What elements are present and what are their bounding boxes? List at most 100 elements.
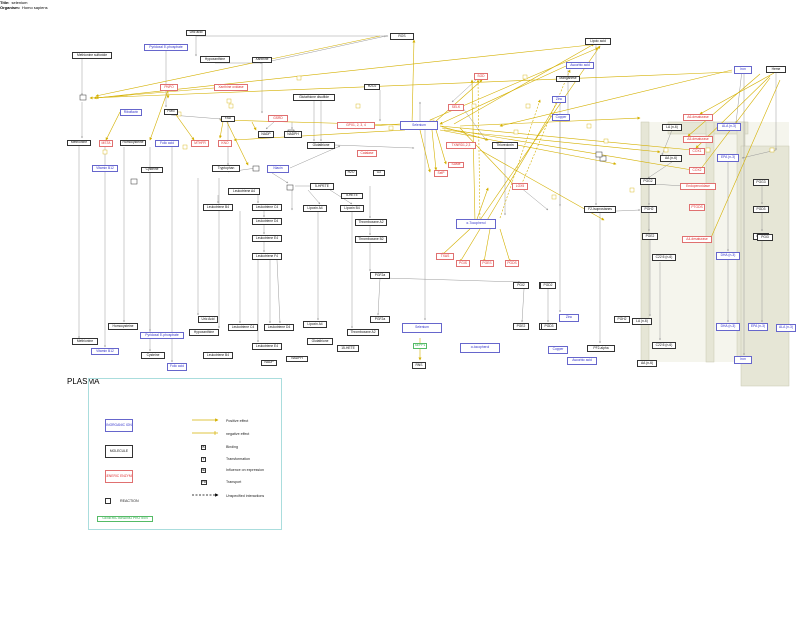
node-cox1: COX1	[689, 148, 705, 155]
interaction-marker-12	[603, 138, 609, 144]
node-folic-acid: Folic acid	[155, 140, 179, 147]
node-txnrd1-2-3: TXNRD1,2,3	[446, 142, 476, 149]
node-msta: MSTA	[99, 140, 113, 147]
node-rns: RNS	[412, 362, 426, 369]
positive-effect-arrow-39	[173, 111, 195, 141]
node-ascorbic-acid-2: Ascorbic acid	[567, 357, 597, 365]
node-lipoxin-a4: Lipoxin A4	[303, 205, 327, 212]
unspecified-effect-arrow-1	[476, 79, 481, 223]
node-homocysteine: Homocysteine	[120, 140, 146, 146]
node-lipoxin-b4: Lipoxin B4	[340, 205, 364, 212]
node-o2: O2	[373, 170, 385, 176]
positive-effect-arrow-21	[441, 228, 471, 256]
node-15-hete: 15-HETE	[337, 345, 359, 352]
node-epa-n-3-2: EPA (n-3)	[748, 323, 768, 331]
node-vitamin-b12-2: Vitamin B12	[91, 348, 119, 355]
positive-effect-arrow-9	[419, 129, 431, 173]
node-uric-acid: Uric acid	[186, 30, 206, 36]
node-pyridoxal-5-phosphate: Pyridoxal 5'-phosphate	[144, 44, 188, 51]
node-aa-n-6: AA (n-6)	[660, 155, 682, 162]
reaction-node-2	[130, 178, 138, 185]
interaction-marker-13	[663, 147, 669, 153]
positive-effect-arrow-41	[225, 119, 249, 166]
legend-transformation-marker: T	[201, 457, 206, 462]
legend-transport-label: Transport	[226, 480, 242, 484]
node-lipoic-acid: Lipoic acid	[585, 38, 611, 45]
node-selk: SELK	[448, 104, 464, 111]
metabolic-edge-71	[289, 145, 341, 169]
node-iron: Iron	[734, 66, 752, 74]
node-δ5-desaturase: Δ5-desaturase	[683, 136, 713, 143]
node-ptgds: PTGDS	[689, 204, 705, 211]
positive-effect-arrow-19	[479, 45, 601, 221]
node-5-hpete: 5-HPETE	[310, 183, 334, 190]
node-thromboxane-a2-2: Thromboxane A2	[347, 329, 379, 336]
node-cysteine-2: Cysteine	[141, 352, 165, 359]
legend-inorganic-ion-box: INORGANIC ION	[105, 419, 133, 432]
interaction-marker-1	[296, 75, 302, 81]
node-α-tocopherol: α-Tocopherol	[456, 219, 496, 229]
node-aa-n-6-2: AA (n-6)	[637, 360, 657, 367]
positive-effect-arrow-23	[482, 228, 491, 263]
organism-line: Organism:Homo sapiens	[0, 5, 48, 10]
reaction-node-1	[79, 94, 87, 101]
node-leukotriene-d4: Leukotriene D4	[252, 218, 282, 225]
node-la-n-6-2: LA (n-6)	[632, 318, 652, 325]
node-nadph-2: NADPH	[286, 356, 308, 362]
legend-binding-marker: B	[201, 445, 206, 450]
positive-effect-arrow-36	[149, 89, 169, 141]
node-nadph: NADPH	[284, 131, 302, 138]
positive-effect-arrow-31	[499, 69, 733, 127]
node-cysteine: Cysteine	[141, 167, 163, 173]
node-fmn: FMN	[164, 109, 178, 115]
node-methionine-sulfoxide: Methionine sulfoxide	[72, 52, 112, 59]
node-c22-5-n-6: C22:5 (n-6)	[652, 254, 676, 261]
node-pges: PGES	[480, 260, 494, 267]
membrane-band-5	[740, 145, 790, 387]
positive-effect-arrow-12	[459, 116, 641, 127]
positive-effect-arrow-5	[434, 79, 483, 123]
node-nadp-2: NADP	[261, 360, 277, 366]
metabolic-edge-74	[519, 186, 549, 211]
node-cox2: COX2	[689, 167, 705, 174]
membrane-band-1	[640, 121, 650, 363]
node-glutathione: Glutathione	[307, 142, 335, 149]
legend-transformation-label: Transformation	[226, 457, 251, 461]
node-riboflavin: Riboflavin	[120, 109, 142, 116]
node-lox5: LOX5	[512, 183, 528, 190]
interaction-marker-8	[513, 129, 519, 135]
node-catalase: Catalase	[357, 150, 377, 157]
positive-effect-arrow-16	[459, 127, 516, 187]
node-zinc: Zinc	[552, 96, 566, 103]
node-homocysteine-2: Homocysteine	[108, 323, 138, 330]
legend-arrows	[192, 418, 219, 497]
legend-reaction-box	[105, 498, 111, 504]
node-glutathione-disulfide: Glutathione disulfide	[293, 94, 335, 101]
membrane-bands	[640, 121, 790, 387]
node-kno: KNO	[218, 140, 232, 147]
legend-generic-binding-protein-box: GENERIC BINDING PROTEIN	[97, 516, 153, 522]
node-fad: FAD	[221, 116, 235, 122]
legend-positive-effect-label: Positive effect	[226, 419, 249, 423]
node-pf2-alpha: PF2-alpha	[587, 345, 615, 352]
node-la-n-6: LA (n-6)	[662, 124, 682, 131]
node-sepp1: SEPP1	[413, 343, 427, 349]
node-txas: TXAS	[436, 253, 454, 260]
positive-effect-arrow-24	[499, 228, 511, 263]
legend-unspecified-interactions-label: Unspecified interactions	[226, 494, 265, 498]
metabolic-edge-58	[383, 277, 521, 283]
legend-binding-label: Binding	[226, 445, 238, 449]
positive-effect-arrow-3	[233, 129, 406, 142]
node-δ4-desaturase: Δ4-desaturase	[682, 236, 712, 243]
node-methionine: Methionine	[67, 140, 91, 146]
node-copper: Copper	[552, 114, 570, 121]
node-mthfr: MTHFR	[191, 140, 209, 147]
node-xanthine-oxidase: Xanthine oxidase	[214, 84, 248, 91]
node-sod: SOD	[474, 73, 488, 80]
interaction-marker-14	[705, 147, 711, 153]
node-ala-n-3: ALA (n-3)	[717, 123, 741, 131]
node-zinc-2: Zinc	[559, 314, 579, 322]
node-pgg2: PGG2	[640, 178, 656, 185]
metabolic-edge-33	[661, 129, 673, 156]
reaction-node-3	[252, 165, 260, 172]
